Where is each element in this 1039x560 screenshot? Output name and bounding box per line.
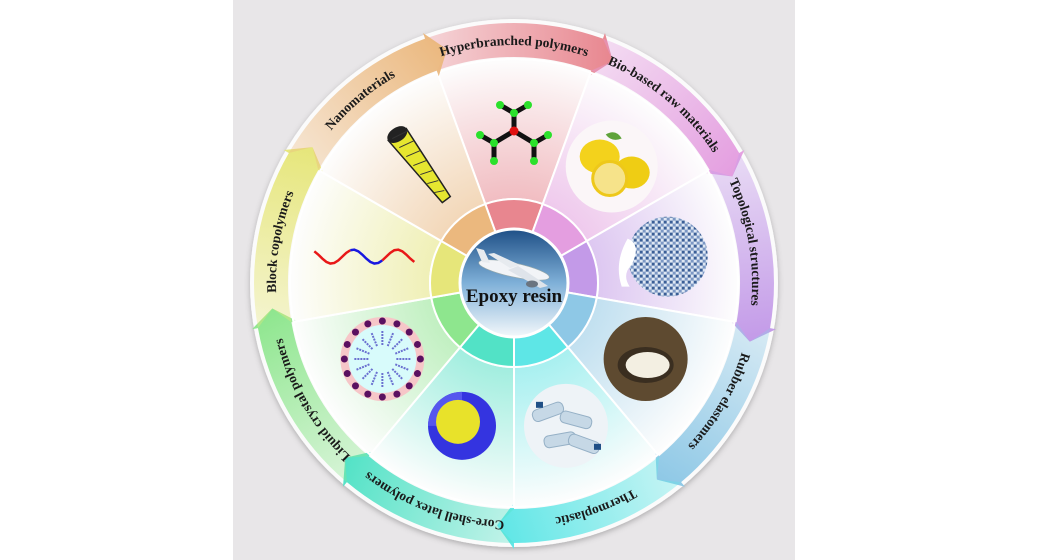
arrow-band [252, 308, 369, 483]
nanotube-icon [387, 126, 452, 204]
center-title: Epoxy resin [466, 286, 563, 307]
center-hub: Epoxy resin [458, 227, 570, 339]
micelle-icon [340, 317, 425, 401]
arrow-band [254, 147, 324, 329]
core-shell-sphere-icon [428, 391, 497, 460]
hyperbranched-molecule-icon [476, 101, 552, 165]
segment-block-copolymers [254, 147, 469, 329]
airplane-icon [476, 248, 550, 288]
plastic-bottles-icon [523, 383, 608, 468]
block-copolymer-chain-icon [313, 248, 416, 265]
arrow-band [425, 23, 613, 77]
arrow-band [591, 38, 745, 177]
arrow-band [709, 153, 776, 342]
woven-fabric-icon [618, 216, 708, 297]
arrow-band [288, 33, 448, 170]
lemon-icon [565, 120, 658, 213]
arrow-band [655, 322, 771, 487]
arrow-band [343, 451, 514, 543]
sky-background [458, 227, 570, 339]
arrow-band [497, 456, 682, 549]
latex-cup-icon [603, 317, 688, 401]
